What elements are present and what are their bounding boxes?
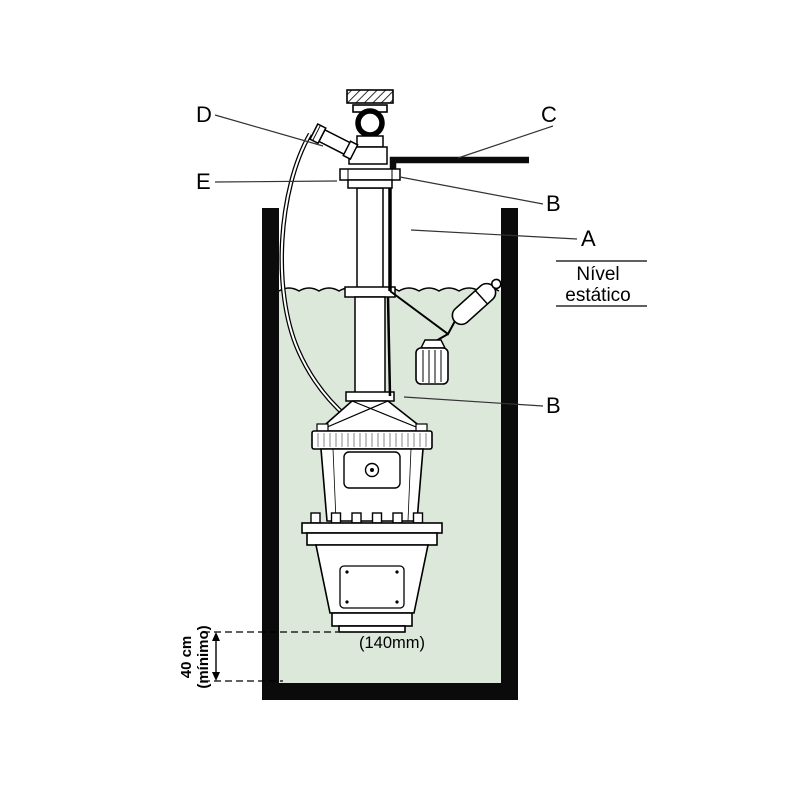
dim-arrowhead-up bbox=[212, 632, 220, 641]
min-depth-note: (mínimo) bbox=[195, 625, 212, 688]
float-capsule bbox=[451, 278, 502, 326]
static-level-line2: estático bbox=[565, 285, 630, 306]
pump-diameter-label: (140mm) bbox=[359, 634, 425, 652]
callout-b-lower: B bbox=[546, 393, 561, 418]
cable-inner bbox=[280, 133, 348, 418]
power-cable-lower bbox=[386, 296, 392, 397]
riser-lower-section bbox=[354, 296, 386, 394]
pump-power-cable bbox=[386, 170, 392, 397]
static-level-label: Nível estático bbox=[565, 264, 630, 306]
min-depth-value: 40 cm bbox=[178, 636, 195, 679]
float-switch-assembly bbox=[389, 278, 502, 385]
casing-panel bbox=[339, 565, 405, 609]
min-depth-label: 40 cm (mínimo) bbox=[178, 625, 212, 688]
flange-plate bbox=[339, 168, 401, 181]
leader-c bbox=[457, 125, 554, 159]
top-support-assembly bbox=[309, 89, 394, 165]
callout-labels: D E C B A B bbox=[196, 102, 596, 418]
leader-a bbox=[410, 229, 578, 240]
leader-lines bbox=[214, 114, 647, 407]
pump-lower-casing bbox=[315, 544, 429, 614]
well-walls bbox=[262, 208, 518, 700]
leader-e bbox=[214, 180, 338, 183]
leader-b-lower bbox=[403, 396, 544, 407]
well-seal-flange bbox=[339, 168, 401, 189]
cable-weight bbox=[415, 339, 449, 385]
dim-arrowhead-down bbox=[212, 672, 220, 681]
static-level-line1: Nível bbox=[576, 264, 619, 285]
pump-flange-ring bbox=[301, 512, 443, 546]
pipe-collar bbox=[356, 135, 384, 148]
leader-d bbox=[214, 114, 324, 147]
dimension-annotations: 40 cm (mínimo) (140mm) bbox=[178, 625, 425, 688]
ceiling-anchor bbox=[346, 89, 394, 104]
callout-e: E bbox=[196, 169, 211, 194]
riser-coupling-upper bbox=[344, 286, 396, 298]
shackle-ring bbox=[355, 108, 385, 138]
well-right-wall bbox=[501, 208, 518, 700]
electric-cable bbox=[279, 132, 349, 419]
callout-b-upper: B bbox=[546, 191, 561, 216]
callout-d: D bbox=[196, 102, 212, 127]
submersible-pump bbox=[301, 400, 443, 633]
callout-a: A bbox=[581, 226, 596, 251]
riser-coupling-lower bbox=[345, 391, 395, 402]
pump-base bbox=[331, 612, 413, 633]
riser-upper-section bbox=[356, 187, 384, 291]
leader-b-upper bbox=[399, 176, 544, 205]
discharge-pipe bbox=[389, 156, 529, 172]
well-left-wall bbox=[262, 208, 279, 700]
callout-c: C bbox=[541, 102, 557, 127]
well-bottom bbox=[262, 683, 518, 700]
pump-motor-body bbox=[320, 448, 424, 522]
flange-hub bbox=[347, 179, 393, 189]
drain-valve bbox=[309, 122, 359, 161]
